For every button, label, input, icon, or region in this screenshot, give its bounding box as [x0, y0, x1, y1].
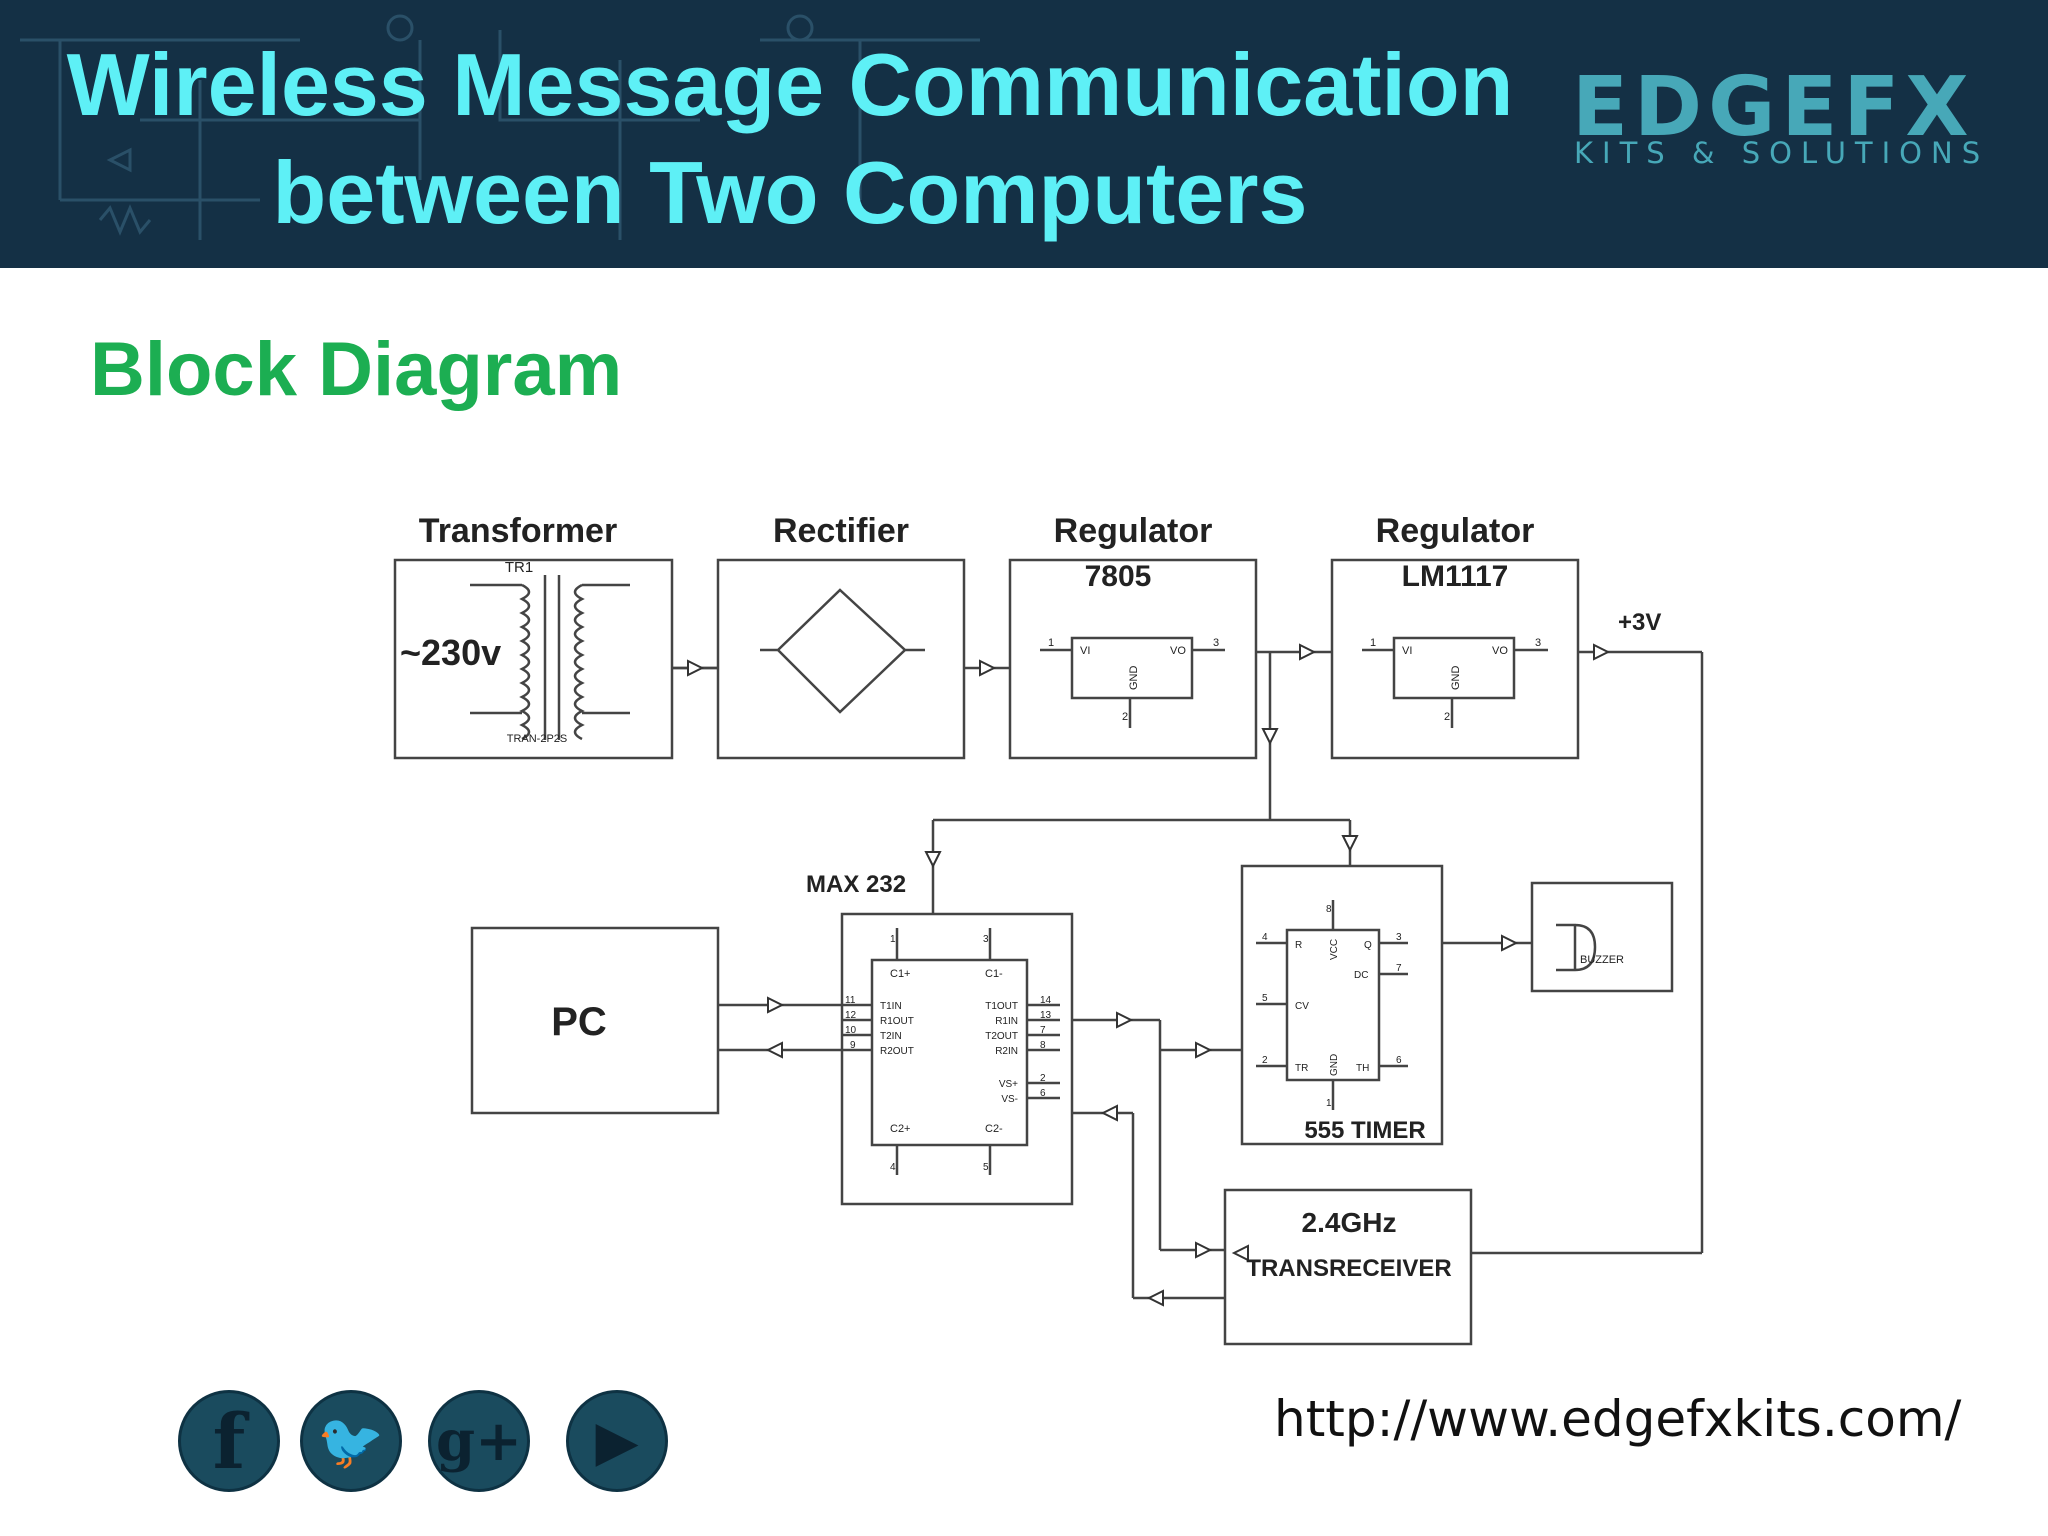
bridge-diodes — [760, 588, 925, 714]
timer-num-3: 3 — [1396, 932, 1402, 943]
max232-pin-r1in: R1IN — [995, 1016, 1018, 1027]
timer-num-4: 4 — [1262, 932, 1268, 943]
regulator1-part: 7805 — [1085, 560, 1152, 593]
timer-pin-dc: DC — [1354, 970, 1368, 981]
regulator1-title: Regulator — [1054, 512, 1213, 550]
pc-block — [470, 926, 720, 1115]
max232-num-9: 9 — [850, 1040, 856, 1051]
timer-num-6: 6 — [1396, 1055, 1402, 1066]
reg2-pin1: 1 — [1370, 637, 1376, 649]
buzzer-label: BUZZER — [1580, 954, 1624, 966]
transceiver-line1: 2.4GHz — [1302, 1207, 1397, 1238]
transformer-part: TRAN-2P2S — [507, 733, 568, 745]
max232-c2p: C2+ — [890, 1123, 911, 1135]
timer-pin-cv: CV — [1295, 1001, 1309, 1012]
max232-pin-r2in: R2IN — [995, 1046, 1018, 1057]
reg1-pin-vo: VO — [1170, 645, 1186, 657]
transceiver-block — [1223, 1188, 1473, 1346]
max232-num-1: 1 — [890, 934, 896, 945]
buzzer-block — [1530, 881, 1674, 993]
transceiver-line2: TRANSRECEIVER — [1246, 1255, 1451, 1282]
rectifier-title: Rectifier — [773, 512, 909, 550]
slide-title-line-1: Wireless Message Communication — [66, 35, 1514, 134]
transformer-title: Transformer — [419, 512, 617, 550]
circuit-pattern-background — [20, 14, 980, 240]
max232-num-14: 14 — [1040, 995, 1052, 1006]
max232-num-10: 10 — [845, 1025, 857, 1036]
max232-pin-vsp: VS+ — [999, 1079, 1018, 1090]
regulator-7805-block — [1008, 558, 1258, 760]
timer-pin-tr: TR — [1295, 1063, 1308, 1074]
reg2-pin3: 3 — [1535, 637, 1541, 649]
max232-pin-t2out: T2OUT — [985, 1031, 1018, 1042]
max232-pin-t2in: T2IN — [880, 1031, 902, 1042]
max232-num-13: 13 — [1040, 1010, 1052, 1021]
reg1-pin-vi: VI — [1080, 645, 1090, 657]
twitter-icon[interactable]: 🐦 — [300, 1390, 402, 1492]
max232-title: MAX 232 — [806, 871, 906, 898]
transformer-block — [393, 558, 674, 760]
max232-num-3: 3 — [983, 934, 989, 945]
slide-title-line-2: between Two Computers — [272, 143, 1308, 242]
google-plus-icon[interactable]: g+ — [428, 1390, 530, 1492]
max232-num-2: 2 — [1040, 1073, 1046, 1084]
timer-num-1: 1 — [1326, 1098, 1332, 1109]
max232-num-6: 6 — [1040, 1088, 1046, 1099]
pc-label: PC — [551, 1000, 607, 1044]
max232-pin-r1out: R1OUT — [880, 1016, 914, 1027]
max232-num-11: 11 — [845, 995, 856, 1006]
reg1-pin1: 1 — [1048, 637, 1054, 649]
logo-tagline: KITS & SOLUTIONS — [1574, 136, 1990, 170]
max232-pin-t1in: T1IN — [880, 1001, 902, 1012]
timer-pin-th: TH — [1356, 1063, 1369, 1074]
max232-c1p: C1+ — [890, 968, 911, 980]
max232-num-4: 4 — [890, 1162, 896, 1173]
reg1-pin-gnd: GND — [1128, 666, 1140, 691]
reg1-pin2: 2 — [1122, 711, 1128, 723]
header-banner: Wireless Message Communication between T… — [0, 0, 2048, 268]
secondary-coil — [573, 583, 585, 741]
555-timer-block — [1240, 864, 1444, 1146]
buzzer-icon — [1556, 923, 1597, 972]
max232-pin-vsm: VS- — [1001, 1094, 1018, 1105]
timer-pin-r: R — [1295, 940, 1302, 951]
reg2-pin2: 2 — [1444, 711, 1450, 723]
voltage-label: ~230v — [400, 632, 501, 673]
edgefx-logo: EDGEFX — [1572, 60, 1975, 155]
max232-num-5: 5 — [983, 1162, 989, 1173]
regulator2-part: LM1117 — [1402, 560, 1509, 593]
reg2-pin-vo: VO — [1492, 645, 1508, 657]
primary-coil — [519, 583, 531, 741]
timer-title: 555 TIMER — [1304, 1117, 1425, 1144]
timer-pin-vcc: VCC — [1329, 939, 1340, 960]
supply-label: +3V — [1618, 609, 1661, 636]
max232-num-12: 12 — [845, 1010, 857, 1021]
reg1-pin3: 3 — [1213, 637, 1219, 649]
block-diagram: Transformer TR1 ~230v TRAN-2P2S Rectifie… — [393, 512, 1704, 1346]
max232-pin-t1out: T1OUT — [985, 1001, 1018, 1012]
timer-num-8: 8 — [1326, 904, 1332, 915]
max232-c1m: C1- — [985, 968, 1003, 980]
timer-pin-gnd: GND — [1329, 1054, 1340, 1076]
timer-num-5: 5 — [1262, 993, 1268, 1004]
reg2-pin-gnd: GND — [1450, 666, 1462, 691]
youtube-icon[interactable]: ▶ — [566, 1390, 668, 1492]
timer-num-2: 2 — [1262, 1055, 1268, 1066]
rectifier-block — [716, 558, 966, 760]
max232-num-7: 7 — [1040, 1025, 1046, 1036]
timer-num-7: 7 — [1396, 963, 1402, 974]
max232-pin-r2out: R2OUT — [880, 1046, 914, 1057]
section-title: Block Diagram — [90, 327, 623, 412]
max232-block — [840, 912, 1074, 1206]
regulator2-title: Regulator — [1376, 512, 1535, 550]
timer-pin-q: Q — [1364, 940, 1372, 951]
max232-num-8: 8 — [1040, 1040, 1046, 1051]
facebook-icon[interactable]: f — [178, 1390, 280, 1492]
transformer-designator: TR1 — [505, 559, 533, 576]
reg2-pin-vi: VI — [1402, 645, 1412, 657]
max232-c2m: C2- — [985, 1123, 1003, 1135]
regulator-lm1117-block — [1330, 558, 1580, 760]
website-link[interactable]: http://www.edgefxkits.com/ — [1274, 1390, 1962, 1448]
